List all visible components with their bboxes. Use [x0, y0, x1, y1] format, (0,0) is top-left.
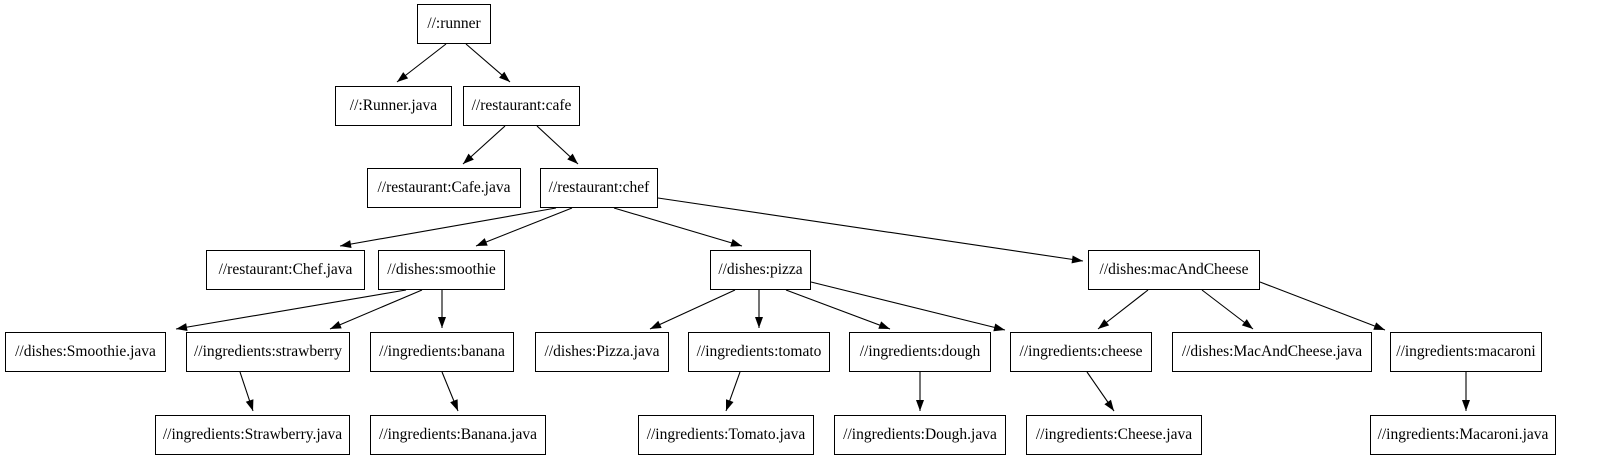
graph-node-smoothie_java[interactable]: //dishes:Smoothie.java	[5, 332, 166, 372]
edge-arrowhead	[755, 317, 763, 328]
edge-arrowhead	[916, 400, 924, 411]
graph-node-macaroni[interactable]: //ingredients:macaroni	[1390, 332, 1542, 372]
graph-node-label: //restaurant:cafe	[471, 97, 572, 115]
graph-edge-cheese-to-cheese_java	[1086, 371, 1115, 412]
graph-node-runner[interactable]: //:runner	[417, 4, 491, 44]
graph-edge-chef-to-smoothie	[475, 207, 573, 247]
graph-node-cheese_java[interactable]: //ingredients:Cheese.java	[1026, 415, 1202, 455]
graph-node-strawberry[interactable]: //ingredients:strawberry	[186, 332, 350, 372]
graph-node-label: //dishes:smoothie	[387, 261, 496, 279]
graph-edge-macaroni-to-macaroni_java	[1462, 372, 1470, 411]
graph-node-label: //ingredients:banana	[379, 343, 505, 361]
edge-arrowhead	[245, 399, 254, 411]
graph-node-label: //:runner	[427, 15, 481, 33]
graph-edge-macandcheese-to-macandcheese_java	[1201, 289, 1254, 330]
graph-edge-pizza-to-pizza_java	[649, 289, 736, 330]
graph-edge-chef-to-pizza	[613, 207, 743, 247]
graph-node-banana_java[interactable]: //ingredients:Banana.java	[370, 415, 546, 455]
edge-arrowhead	[1104, 399, 1114, 411]
graph-node-dough[interactable]: //ingredients:dough	[849, 332, 991, 372]
graph-edge-pizza-to-tomato	[755, 290, 763, 328]
edge-arrowhead	[438, 317, 446, 328]
graph-node-label: //ingredients:Strawberry.java	[162, 426, 343, 444]
graph-node-tomato[interactable]: //ingredients:tomato	[688, 332, 830, 372]
edge-arrowhead	[993, 323, 1005, 332]
graph-edge-pizza-to-dough	[785, 289, 891, 330]
graph-node-tomato_java[interactable]: //ingredients:Tomato.java	[638, 415, 814, 455]
graph-node-banana[interactable]: //ingredients:banana	[370, 332, 514, 372]
graph-edge-chef-to-chef_java	[339, 207, 557, 249]
edge-arrowhead	[1373, 322, 1385, 330]
edge-arrowhead	[476, 238, 488, 246]
graph-edge-smoothie-to-strawberry	[329, 289, 423, 330]
graph-edge-macandcheese-to-cheese	[1097, 289, 1149, 330]
graph-node-label: //ingredients:macaroni	[1396, 343, 1536, 361]
graph-edge-macandcheese-to-macaroni	[1259, 281, 1386, 331]
edge-arrowhead	[340, 240, 352, 249]
graph-node-pizza[interactable]: //dishes:pizza	[710, 250, 811, 290]
edge-arrowhead	[726, 399, 734, 411]
graph-node-label: //ingredients:tomato	[696, 343, 822, 361]
edge-arrowhead	[730, 238, 742, 247]
edge-arrowhead	[463, 153, 474, 164]
graph-node-label: //restaurant:chef	[548, 179, 650, 197]
graph-edge-smoothie-to-smoothie_java	[175, 289, 407, 332]
edge-arrowhead	[397, 72, 409, 82]
graph-node-label: //ingredients:strawberry	[193, 343, 343, 361]
graph-node-label: //ingredients:Macaroni.java	[1377, 426, 1549, 444]
graph-edge-strawberry-to-strawberry_java	[239, 371, 254, 412]
graph-node-smoothie[interactable]: //dishes:smoothie	[378, 250, 505, 290]
graph-node-label: //ingredients:Dough.java	[843, 426, 997, 444]
edge-arrowhead	[1071, 255, 1083, 264]
graph-node-macandcheese[interactable]: //dishes:macAndCheese	[1088, 250, 1260, 290]
graph-edge-pizza-to-cheese	[810, 281, 1006, 332]
graph-node-chef_java[interactable]: //restaurant:Chef.java	[206, 250, 365, 290]
graph-node-runner_java[interactable]: //:Runner.java	[335, 86, 452, 126]
edge-arrowhead	[450, 399, 458, 411]
graph-node-macaroni_java[interactable]: //ingredients:Macaroni.java	[1370, 415, 1556, 455]
graph-node-label: //ingredients:Tomato.java	[646, 426, 806, 444]
graph-edge-tomato-to-tomato_java	[725, 371, 741, 412]
graph-node-label: //ingredients:Banana.java	[379, 426, 537, 444]
graph-node-macandcheese_java[interactable]: //dishes:MacAndCheese.java	[1172, 332, 1372, 372]
graph-node-label: //restaurant:Chef.java	[218, 261, 353, 279]
graph-node-strawberry_java[interactable]: //ingredients:Strawberry.java	[155, 415, 350, 455]
graph-edge-cafe-to-cafe_java	[462, 125, 506, 165]
edge-arrowhead	[1098, 319, 1110, 329]
graph-node-label: //dishes:Pizza.java	[544, 343, 660, 361]
graph-edge-cafe-to-chef	[536, 125, 579, 165]
graph-node-label: //restaurant:Cafe.java	[377, 179, 511, 197]
edge-arrowhead	[330, 321, 342, 329]
graph-edge-runner-to-cafe	[465, 43, 511, 83]
graph-edge-dough-to-dough_java	[916, 372, 924, 411]
graph-node-pizza_java[interactable]: //dishes:Pizza.java	[535, 332, 669, 372]
graph-node-label: //dishes:pizza	[718, 261, 803, 279]
graph-node-label: //dishes:Smoothie.java	[15, 343, 156, 361]
graph-node-chef[interactable]: //restaurant:chef	[540, 168, 658, 208]
graph-node-label: //ingredients:cheese	[1019, 343, 1143, 361]
graph-node-cheese[interactable]: //ingredients:cheese	[1010, 332, 1152, 372]
graph-node-label: //dishes:MacAndCheese.java	[1181, 343, 1363, 361]
edge-arrowhead	[650, 320, 662, 329]
graph-node-dough_java[interactable]: //ingredients:Dough.java	[834, 415, 1006, 455]
edge-arrowhead	[1241, 319, 1253, 329]
graph-node-label: //dishes:macAndCheese	[1099, 261, 1249, 279]
edge-arrowhead	[1462, 400, 1470, 411]
graph-edge-banana-to-banana_java	[441, 371, 459, 412]
graph-edge-smoothie-to-banana	[438, 290, 446, 328]
graph-node-label: //ingredients:dough	[859, 343, 981, 361]
edge-arrowhead	[567, 153, 578, 164]
edge-arrowhead	[499, 71, 510, 82]
graph-node-label: //:Runner.java	[349, 97, 438, 115]
graph-node-cafe[interactable]: //restaurant:cafe	[463, 86, 580, 126]
graph-node-label: //ingredients:Cheese.java	[1035, 426, 1193, 444]
graph-edge-runner-to-runner_java	[396, 43, 447, 83]
graph-node-cafe_java[interactable]: //restaurant:Cafe.java	[367, 168, 521, 208]
